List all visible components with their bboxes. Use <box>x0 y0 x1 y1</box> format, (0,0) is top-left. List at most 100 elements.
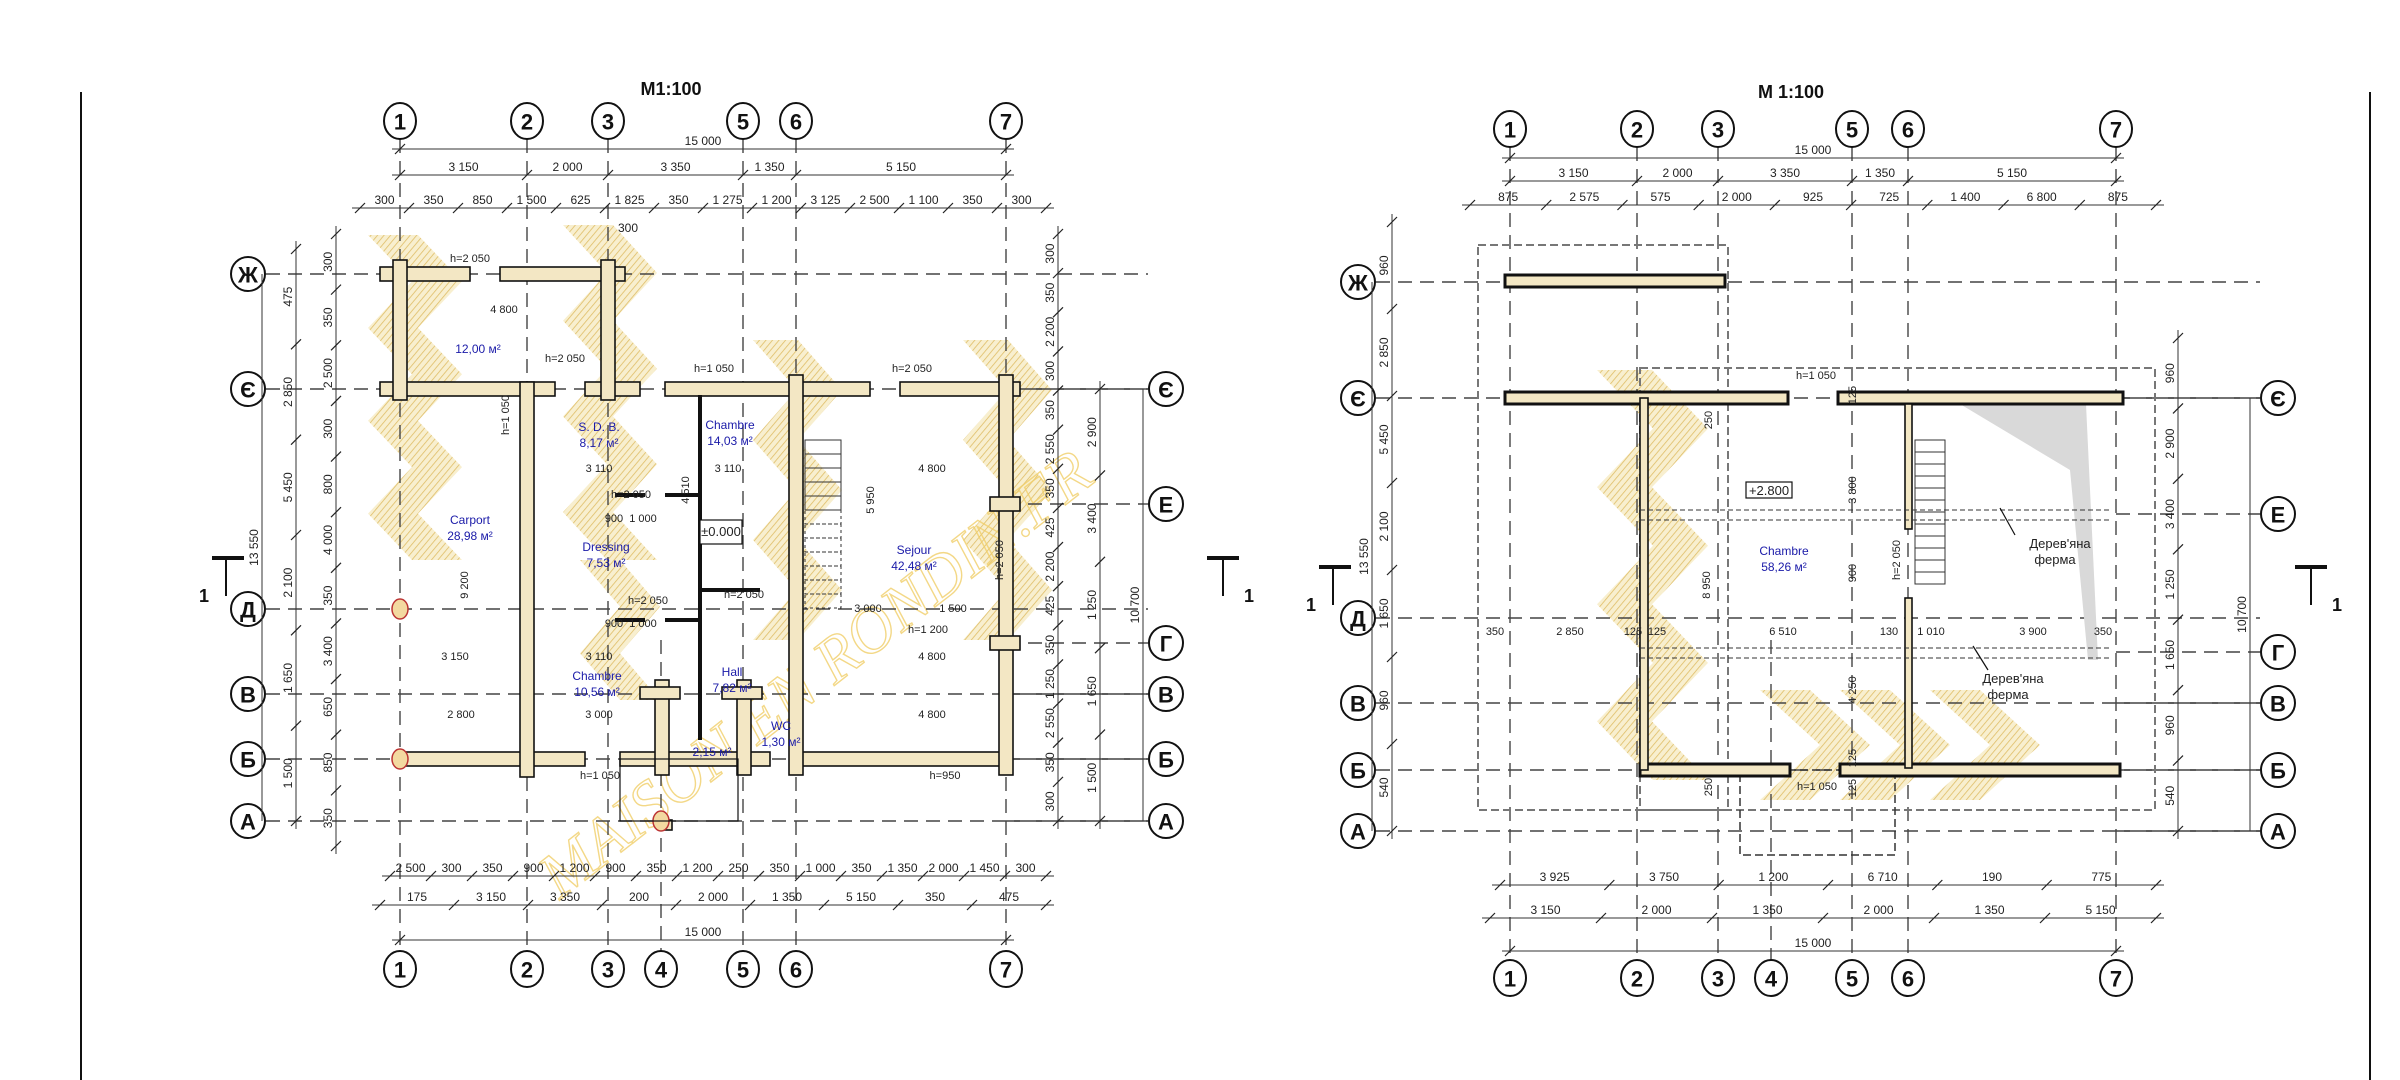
log-wall <box>519 381 535 778</box>
dimension-tick <box>448 899 460 911</box>
annotation-label: h=2 050 <box>628 595 668 607</box>
log-wall <box>379 381 556 397</box>
dimension-label: 3 150 <box>1530 903 1560 917</box>
grid-axis-label: 1 <box>1504 967 1516 992</box>
dimension-label: 1 250 <box>1043 669 1057 699</box>
dimension-tick <box>1000 143 1012 155</box>
dimension-tick <box>599 202 611 214</box>
dimension-tick <box>374 899 386 911</box>
floor-level-label: +2.800 <box>1749 483 1789 498</box>
dimension-tick <box>330 228 342 240</box>
dimension-tick <box>794 870 806 882</box>
dimension-tick <box>966 899 978 911</box>
annotation-label: 3 000 <box>585 709 613 721</box>
dimension-label: 350 <box>668 193 688 207</box>
dimension-tick <box>330 451 342 462</box>
dimension-label: 350 <box>321 307 335 327</box>
dimension-tick <box>671 870 683 882</box>
grid-row-label: Д <box>240 598 256 623</box>
dimension-label: 3 150 <box>1558 166 1588 180</box>
dimension-tick <box>1928 912 1940 924</box>
dimension-label: 425 <box>1043 595 1057 615</box>
dimension-label: 425 <box>1043 517 1057 537</box>
dimension-label: 900 <box>523 861 543 875</box>
dimension-tick <box>2110 175 2122 187</box>
grid-row-bubble <box>1148 803 1184 839</box>
dimension-label: 2 850 <box>1377 337 1391 367</box>
dimension-tick <box>1052 580 1064 592</box>
annotation-label: 4 800 <box>490 304 518 316</box>
grid-row-bubble <box>1340 264 1376 300</box>
dimension-tick <box>1998 199 2009 211</box>
grid-axis-bubble <box>1891 959 1925 997</box>
grid-row-label: Є <box>1158 378 1174 403</box>
dimension-label: 960 <box>1377 255 1391 275</box>
grid-axis-label: 7 <box>1000 958 1012 983</box>
dimension-label: 1 650 <box>1085 676 1099 706</box>
stair-step <box>1914 535 1946 549</box>
log-wall <box>1638 762 1792 778</box>
dimension-label: 3 350 <box>1770 166 1800 180</box>
annotation-label: 4 800 <box>918 709 946 721</box>
grid-axis-bubble <box>2099 110 2133 148</box>
dimension-tick <box>290 434 302 446</box>
dimension-label: 1 250 <box>2163 569 2177 599</box>
grid-row-bubble <box>1340 600 1376 636</box>
dimension-label: 800 <box>321 474 335 494</box>
dimension-tick <box>1817 912 1829 924</box>
dimension-label: 1 650 <box>2163 640 2177 670</box>
dimension-tick <box>1386 825 1398 837</box>
log-wall <box>989 635 1021 651</box>
dimension-label: 1 350 <box>1865 166 1895 180</box>
dimension-label: 5 150 <box>886 160 916 174</box>
dimension-tick <box>2041 879 2053 891</box>
dimension-label: 175 <box>407 890 427 904</box>
dimension-tick <box>548 870 560 882</box>
log-wall <box>1904 597 1913 769</box>
annotation-label: 900 <box>605 618 623 630</box>
annotation-label: 2 800 <box>447 709 475 721</box>
dimension-label: 2 850 <box>281 377 295 407</box>
dimension-tick <box>330 506 342 518</box>
dimension-tick <box>1540 199 1552 211</box>
log-wall <box>721 686 763 700</box>
grid-axis-label: 3 <box>602 958 614 983</box>
annotation-label: 130 <box>1880 626 1898 638</box>
dimension-tick <box>2172 332 2184 344</box>
grid-axis-label: 7 <box>2110 967 2122 992</box>
floor-level-label: ±0.000 <box>701 524 741 539</box>
dimension-label: 1 200 <box>682 861 712 875</box>
column-post <box>391 748 409 770</box>
dimension-label: 3 750 <box>1649 870 1679 884</box>
stair-step <box>1914 439 1946 453</box>
dimension-label: 875 <box>2108 190 2128 204</box>
grid-axis-label: 7 <box>1000 110 1012 135</box>
grid-row-bubble <box>1340 752 1376 788</box>
dimension-label: 1 200 <box>761 193 791 207</box>
dimension-label: 5 150 <box>2085 903 2115 917</box>
dimension-tick <box>1822 879 1834 891</box>
log-hatch-zigzag <box>580 560 660 700</box>
stair-step <box>1914 451 1946 465</box>
grid-axis-bubble <box>510 102 544 140</box>
stair-step <box>804 439 842 455</box>
dimension-label: 5 150 <box>1997 166 2027 180</box>
dimension-tick <box>1464 199 1476 211</box>
grid-axis-label: 7 <box>2110 118 2122 143</box>
dimension-tick <box>999 870 1011 882</box>
grid-axis-label: 2 <box>1631 118 1643 143</box>
dimension-label: 13 550 <box>1357 538 1371 575</box>
stair-step <box>804 593 842 609</box>
grid-axis-label: 6 <box>790 958 802 983</box>
dimension-label: 875 <box>1498 190 1518 204</box>
grid-row-bubble <box>2260 496 2296 532</box>
dimension-tick <box>1504 945 1516 957</box>
dimension-tick <box>991 202 1003 214</box>
grid-row-bubble <box>2260 813 2296 849</box>
dimension-tick <box>1386 738 1398 750</box>
grid-row-bubble <box>1148 676 1184 712</box>
dimension-label: 2 550 <box>1043 434 1057 464</box>
annotation-label: h=1 050 <box>1796 370 1836 382</box>
dimension-label: 6 710 <box>1868 870 1898 884</box>
dimension-tick <box>1052 267 1064 279</box>
